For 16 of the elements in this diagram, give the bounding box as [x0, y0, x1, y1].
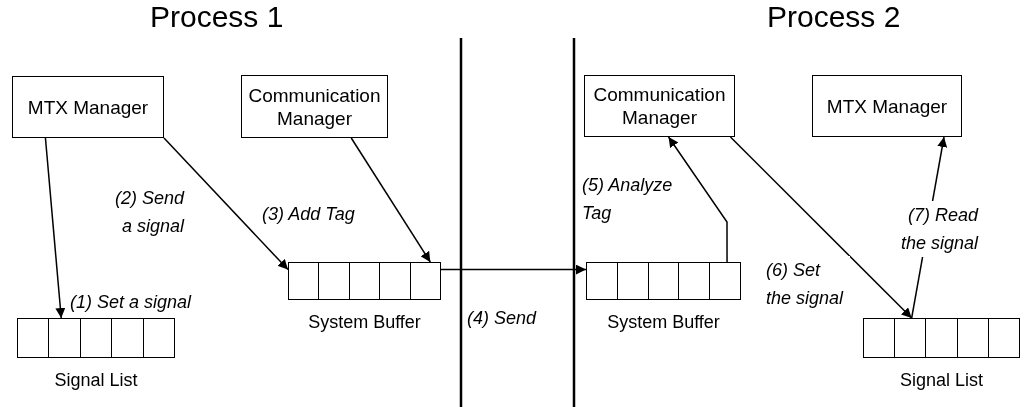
buffer-label: Signal List — [898, 370, 985, 391]
arrow — [667, 136, 728, 263]
arrow — [44, 137, 66, 319]
process-box: MTX Manager — [812, 75, 962, 137]
arrow — [163, 137, 289, 271]
process-box: Communication Manager — [241, 75, 388, 138]
buffer-label: Signal List — [53, 370, 139, 391]
arrow — [729, 136, 913, 319]
process-heading: Process 1 — [150, 0, 284, 34]
process-box: Communication Manager — [584, 75, 735, 137]
arrow — [350, 137, 432, 263]
arrow — [440, 264, 587, 275]
buffer-label: System Buffer — [606, 312, 721, 333]
buffer-label: System Buffer — [307, 312, 422, 333]
process-heading: Process 2 — [767, 0, 901, 34]
process-box: MTX Manager — [12, 76, 164, 138]
